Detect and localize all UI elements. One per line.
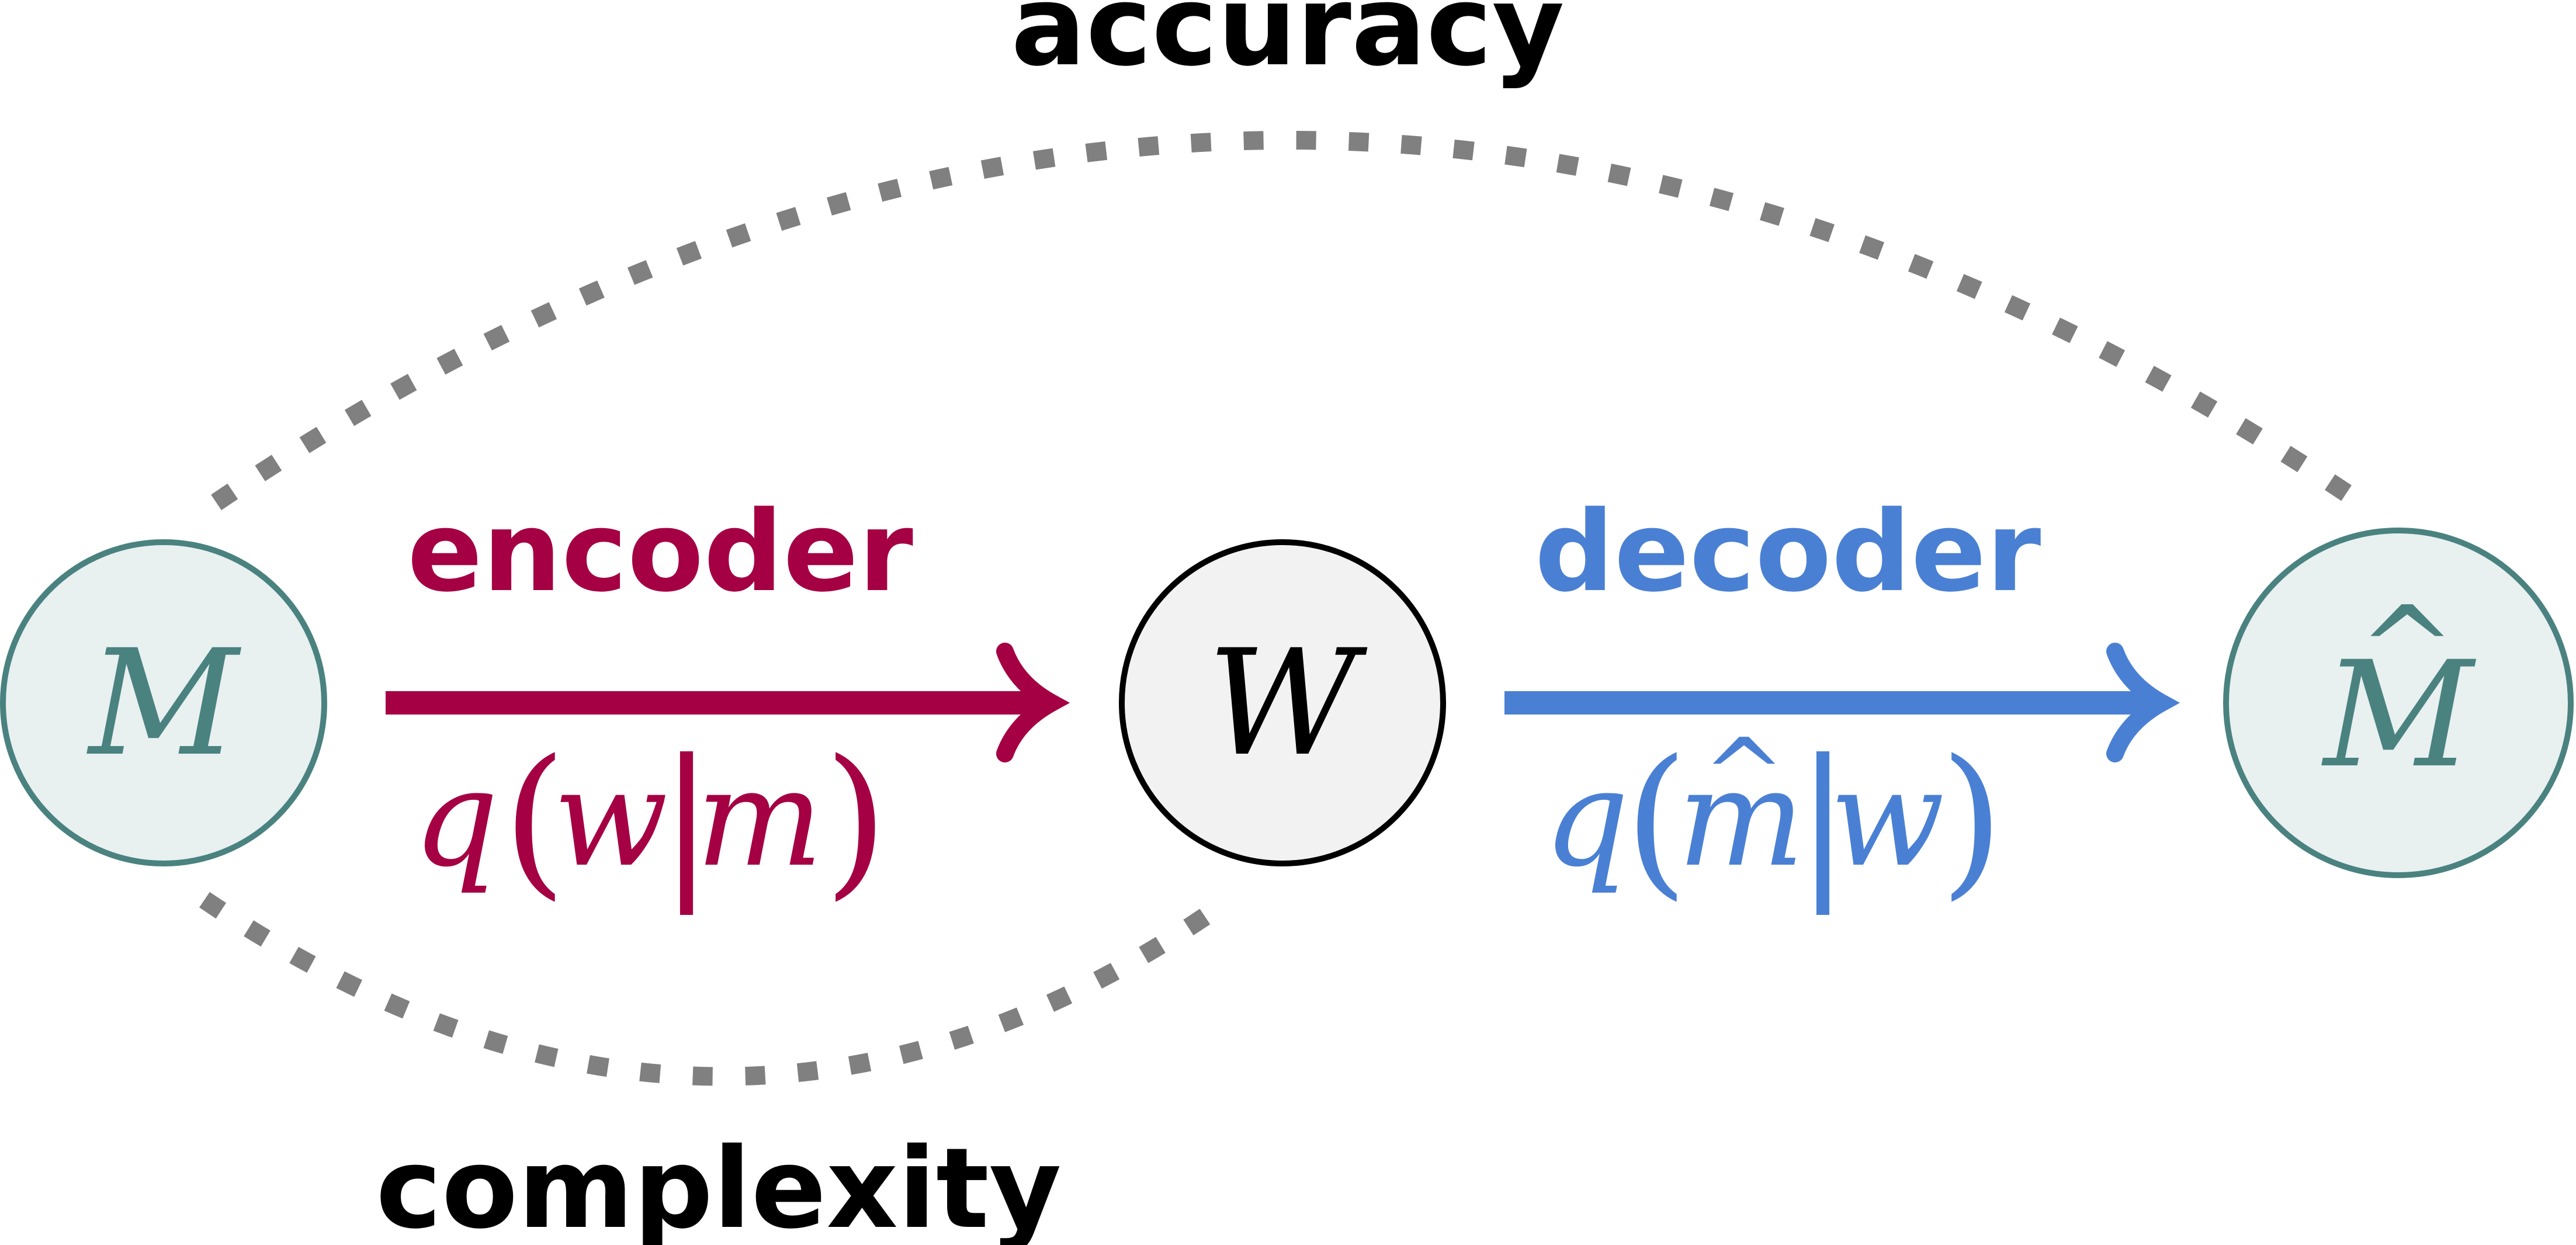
reconstruction-node-hat: ^ [2358, 581, 2456, 717]
word-node: W [1119, 539, 1446, 866]
reconstruction-node-symbol: M [2321, 630, 2477, 800]
encoder-formula: q ( w | m ) [412, 725, 887, 917]
encoder-formula-open: ( [502, 725, 566, 915]
complexity-label: complexity [376, 1124, 1062, 1245]
encoder-arrow [386, 643, 1070, 762]
decoder-formula-close: ) [1940, 725, 2003, 915]
reconstruction-node: ^ M [2223, 528, 2574, 878]
decoder-formula: q ( ^ m | w ) [1543, 717, 2003, 917]
encoder-formula-close: ) [824, 725, 887, 915]
encoder-formula-given: m [696, 741, 823, 897]
source-node: M [0, 539, 327, 866]
encoder-label: encoder [407, 487, 913, 616]
decoder-arrow [1504, 643, 2180, 762]
decoder-formula-q: q [1543, 741, 1629, 897]
encoder-formula-var: w [553, 741, 668, 897]
decoder-label: decoder [1535, 487, 2041, 616]
encoder-formula-q: q [412, 741, 498, 897]
accuracy-arc [211, 131, 2366, 511]
encoder-formula-bar: | [659, 725, 714, 917]
word-node-symbol: W [1208, 618, 1368, 788]
decoder-formula-bar: | [1795, 725, 1850, 917]
decoder-formula-open: ( [1624, 725, 1688, 915]
decoder-formula-var-hat: ^ [1703, 717, 1785, 833]
source-node-symbol: M [86, 618, 242, 788]
decoder-formula-given: w [1830, 741, 1945, 897]
accuracy-label: accuracy [1011, 0, 1564, 91]
complexity-arc [199, 892, 1227, 1086]
decoder-formula-var: m [1677, 741, 1805, 897]
